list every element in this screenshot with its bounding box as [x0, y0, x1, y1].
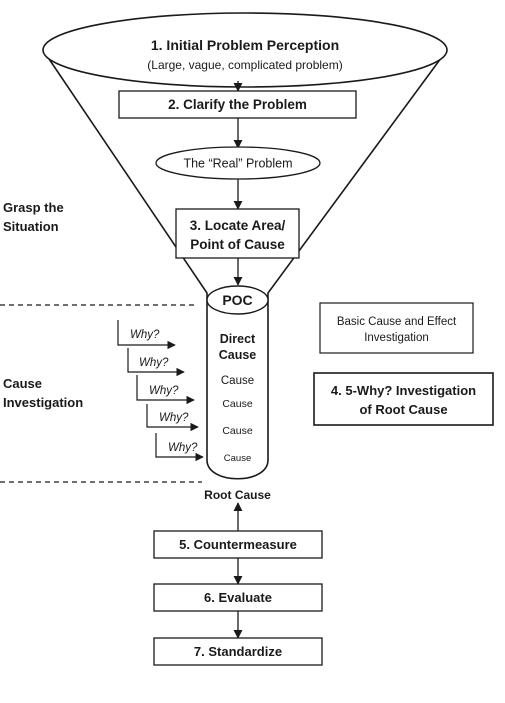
why-label-1: Why?: [130, 329, 160, 341]
why-staircase: [117, 320, 204, 462]
real-problem-label: The “Real” Problem: [183, 157, 292, 171]
basic-cause-effect-line2: Investigation: [364, 332, 429, 344]
initial-problem-title: 1. Initial Problem Perception: [151, 37, 339, 53]
poc-label: POC: [222, 292, 252, 308]
cause-investigation-label-line1: Cause: [3, 376, 42, 391]
why-label-5: Why?: [168, 442, 198, 454]
why-label-4: Why?: [159, 412, 189, 424]
cause-investigation-label-line2: Investigation: [3, 395, 83, 410]
countermeasure-box: [153, 530, 323, 559]
cause-item-3: Cause: [222, 425, 253, 437]
poc-ellipse: [206, 285, 269, 315]
why-label-2: Why?: [139, 357, 169, 369]
countermeasure-label: 5. Countermeasure: [179, 537, 297, 552]
five-why-line1: 4. 5-Why? Investigation: [331, 383, 476, 398]
clarify-problem-label: 2. Clarify the Problem: [168, 97, 307, 112]
five-why-investigation-box: [313, 372, 494, 426]
cause-item-2: Cause: [222, 398, 253, 410]
cause-item-1: Cause: [221, 375, 254, 387]
basic-cause-effect-line1: Basic Cause and Effect: [337, 316, 457, 328]
five-why-line2: of Root Cause: [359, 402, 447, 417]
evaluate-label: 6. Evaluate: [204, 590, 272, 605]
locate-cause-label-line2: Point of Cause: [190, 237, 285, 252]
root-cause-label: Root Cause: [204, 488, 271, 502]
locate-cause-label-line1: 3. Locate Area/: [190, 218, 286, 233]
evaluate-box: [153, 583, 323, 612]
clarify-problem-box: [118, 90, 357, 119]
standardize-box: [153, 637, 323, 666]
standardize-label: 7. Standardize: [194, 644, 282, 659]
initial-problem-subtitle: (Large, vague, complicated problem): [147, 58, 342, 72]
direct-cause-line2: Cause: [219, 348, 257, 362]
cause-item-4: Cause: [224, 453, 251, 464]
grasp-situation-label-line2: Situation: [3, 219, 59, 234]
funnel-top-ellipse: [42, 12, 448, 88]
basic-cause-effect-box: [319, 302, 474, 354]
why-label-3: Why?: [149, 385, 179, 397]
funnel-outline: [42, 49, 448, 480]
direct-cause-line1: Direct: [220, 332, 256, 346]
grasp-situation-label-line1: Grasp the: [3, 200, 64, 215]
